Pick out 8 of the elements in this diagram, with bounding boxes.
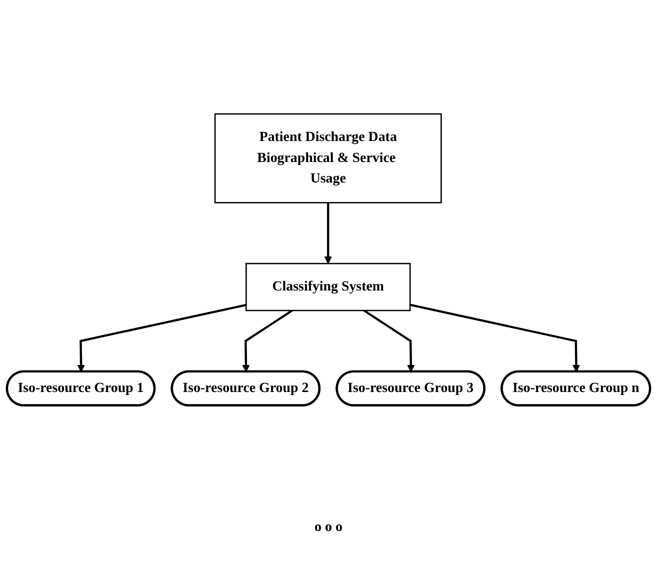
node-box: Classifying System (246, 263, 411, 312)
arrow (77, 304, 246, 373)
arrow (363, 310, 415, 373)
arrow (324, 203, 332, 264)
ellipsis-text: o o o (314, 520, 344, 536)
arrow (242, 310, 293, 373)
arrow (410, 304, 580, 373)
node-box: Patient Discharge Data Biographical & Service Usage (214, 114, 442, 204)
